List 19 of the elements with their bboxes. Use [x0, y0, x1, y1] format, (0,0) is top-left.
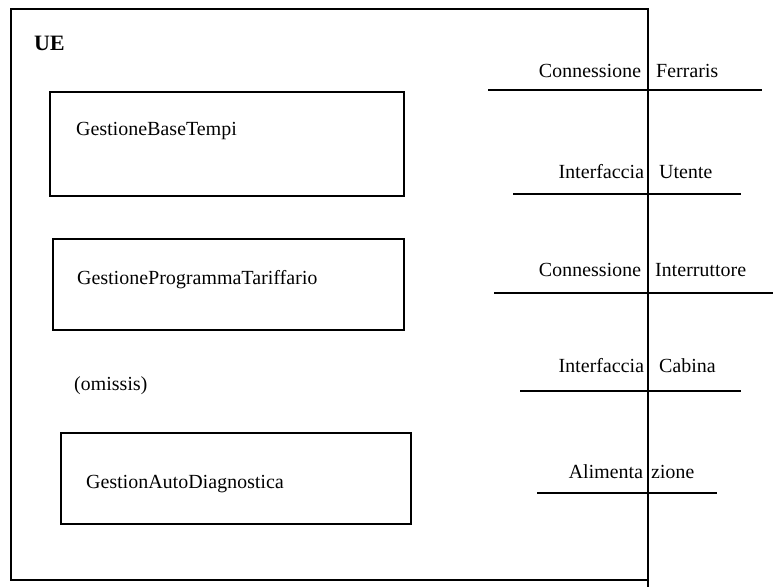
interface-label: Interfaccia: [558, 162, 644, 182]
container-title: UE: [34, 32, 65, 54]
component-name: GestioneProgrammaTariffario: [77, 268, 318, 288]
interface-label: Cabina: [659, 356, 716, 376]
interface-label: Alimenta: [568, 462, 643, 482]
interface-label: Ferraris: [656, 61, 718, 81]
component-name: GestioneBaseTempi: [76, 119, 237, 139]
interface-label: Connessione: [538, 61, 641, 81]
note-text: (omissis): [74, 374, 148, 394]
container-box: [10, 8, 649, 581]
interface-label: Connessione: [538, 260, 641, 280]
component-box: [49, 91, 405, 197]
interface-label: Utente: [659, 162, 712, 182]
component-name: GestionAutoDiagnostica: [86, 472, 284, 492]
component-box: [52, 238, 405, 331]
interface-label: zione: [651, 462, 694, 482]
interface-label: Interruttore: [655, 260, 746, 280]
interface-label: Interfaccia: [558, 356, 644, 376]
component-box: [60, 432, 412, 525]
